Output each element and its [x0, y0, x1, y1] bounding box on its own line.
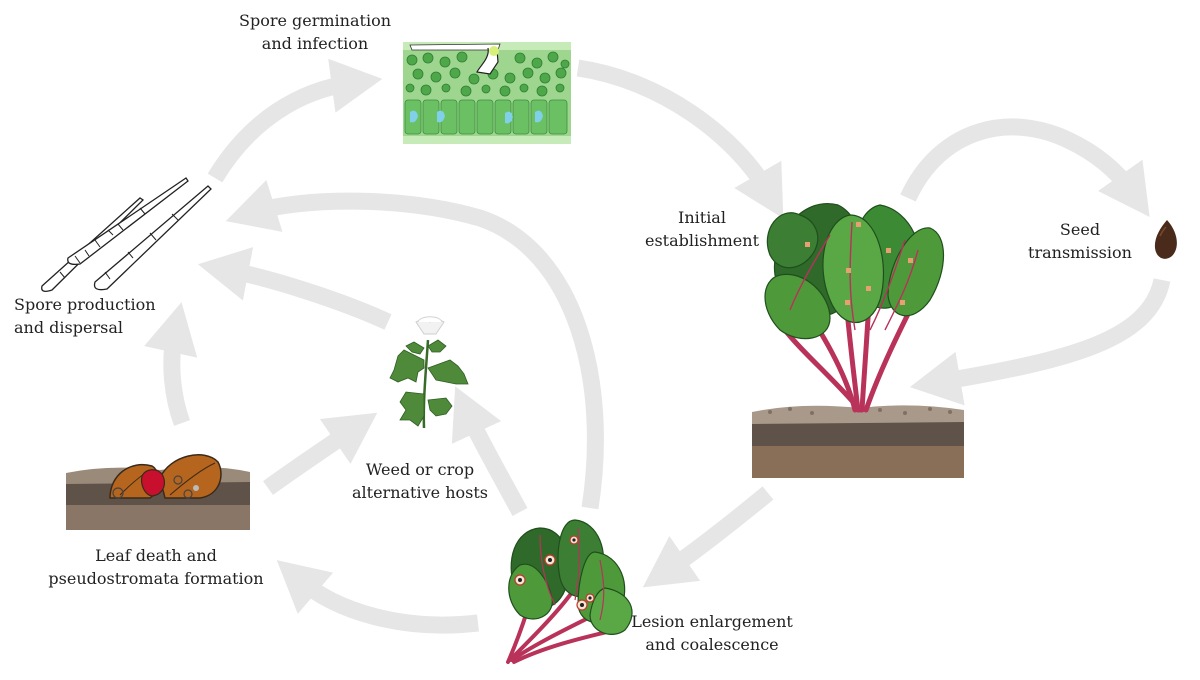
label-weed-hosts-line-1: Weed or crop [365, 460, 475, 479]
leaf-cross-section-illustration [403, 42, 571, 144]
label-spore-production: Spore production and dispersal [14, 293, 174, 339]
label-leaf-death-line-2: pseudostromata formation [48, 569, 264, 588]
diseased-leaves-illustration [506, 519, 633, 664]
label-spore-production-line-2: and dispersal [14, 318, 123, 337]
label-seed-transmission-line-2: transmission [1028, 243, 1132, 262]
weed-host-flower-illustration [389, 316, 469, 429]
label-spore-germination-line-2: and infection [261, 34, 369, 53]
arrow-seed-to-plant [909, 277, 1171, 406]
label-spore-production-line-1: Spore production [14, 295, 156, 314]
label-lesion-enlargement-line-1: Lesion enlargement [631, 612, 793, 631]
spore-illustration [41, 177, 212, 292]
label-spore-germination-line-1: Spore germination [238, 11, 391, 30]
label-seed-transmission-line-1: Seed [1059, 220, 1101, 239]
arrow-leaf-death-to-weed [263, 412, 378, 495]
label-leaf-death: Leaf death and pseudostromata formation [34, 544, 278, 590]
seed-illustration [1154, 220, 1177, 259]
arrow-establishment-to-lesion [642, 486, 774, 588]
label-weed-hosts: Weed or crop alternative hosts [338, 458, 502, 504]
arrow-leaf-death-to-production [144, 302, 198, 426]
arrow-lesion-to-weed [451, 386, 528, 517]
label-spore-germination: Spore germination and infection [232, 9, 398, 55]
arrow-production-to-germination [207, 58, 383, 183]
beet-plant-in-soil-illustration [752, 203, 964, 478]
arrow-germination-to-establishment [576, 59, 784, 219]
dead-leaf-in-soil-illustration [66, 454, 250, 530]
label-initial-establishment-line-1: Initial [678, 208, 726, 227]
arrow-lesion-to-production [225, 179, 604, 510]
label-leaf-death-line-1: Leaf death and [95, 546, 217, 565]
label-initial-establishment-line-2: establishment [644, 231, 759, 250]
label-lesion-enlargement-line-2: and coalescence [645, 635, 779, 654]
label-weed-hosts-line-2: alternative hosts [352, 483, 488, 502]
arrow-plant-to-seed [900, 118, 1150, 217]
label-initial-establishment: Initial establishment [636, 206, 768, 252]
label-lesion-enlargement: Lesion enlargement and coalescence [626, 610, 798, 656]
label-seed-transmission: Seed transmission [1020, 218, 1140, 264]
arrow-lesion-to-leaf-death [276, 560, 479, 634]
arrow-weed-to-production [197, 247, 392, 330]
